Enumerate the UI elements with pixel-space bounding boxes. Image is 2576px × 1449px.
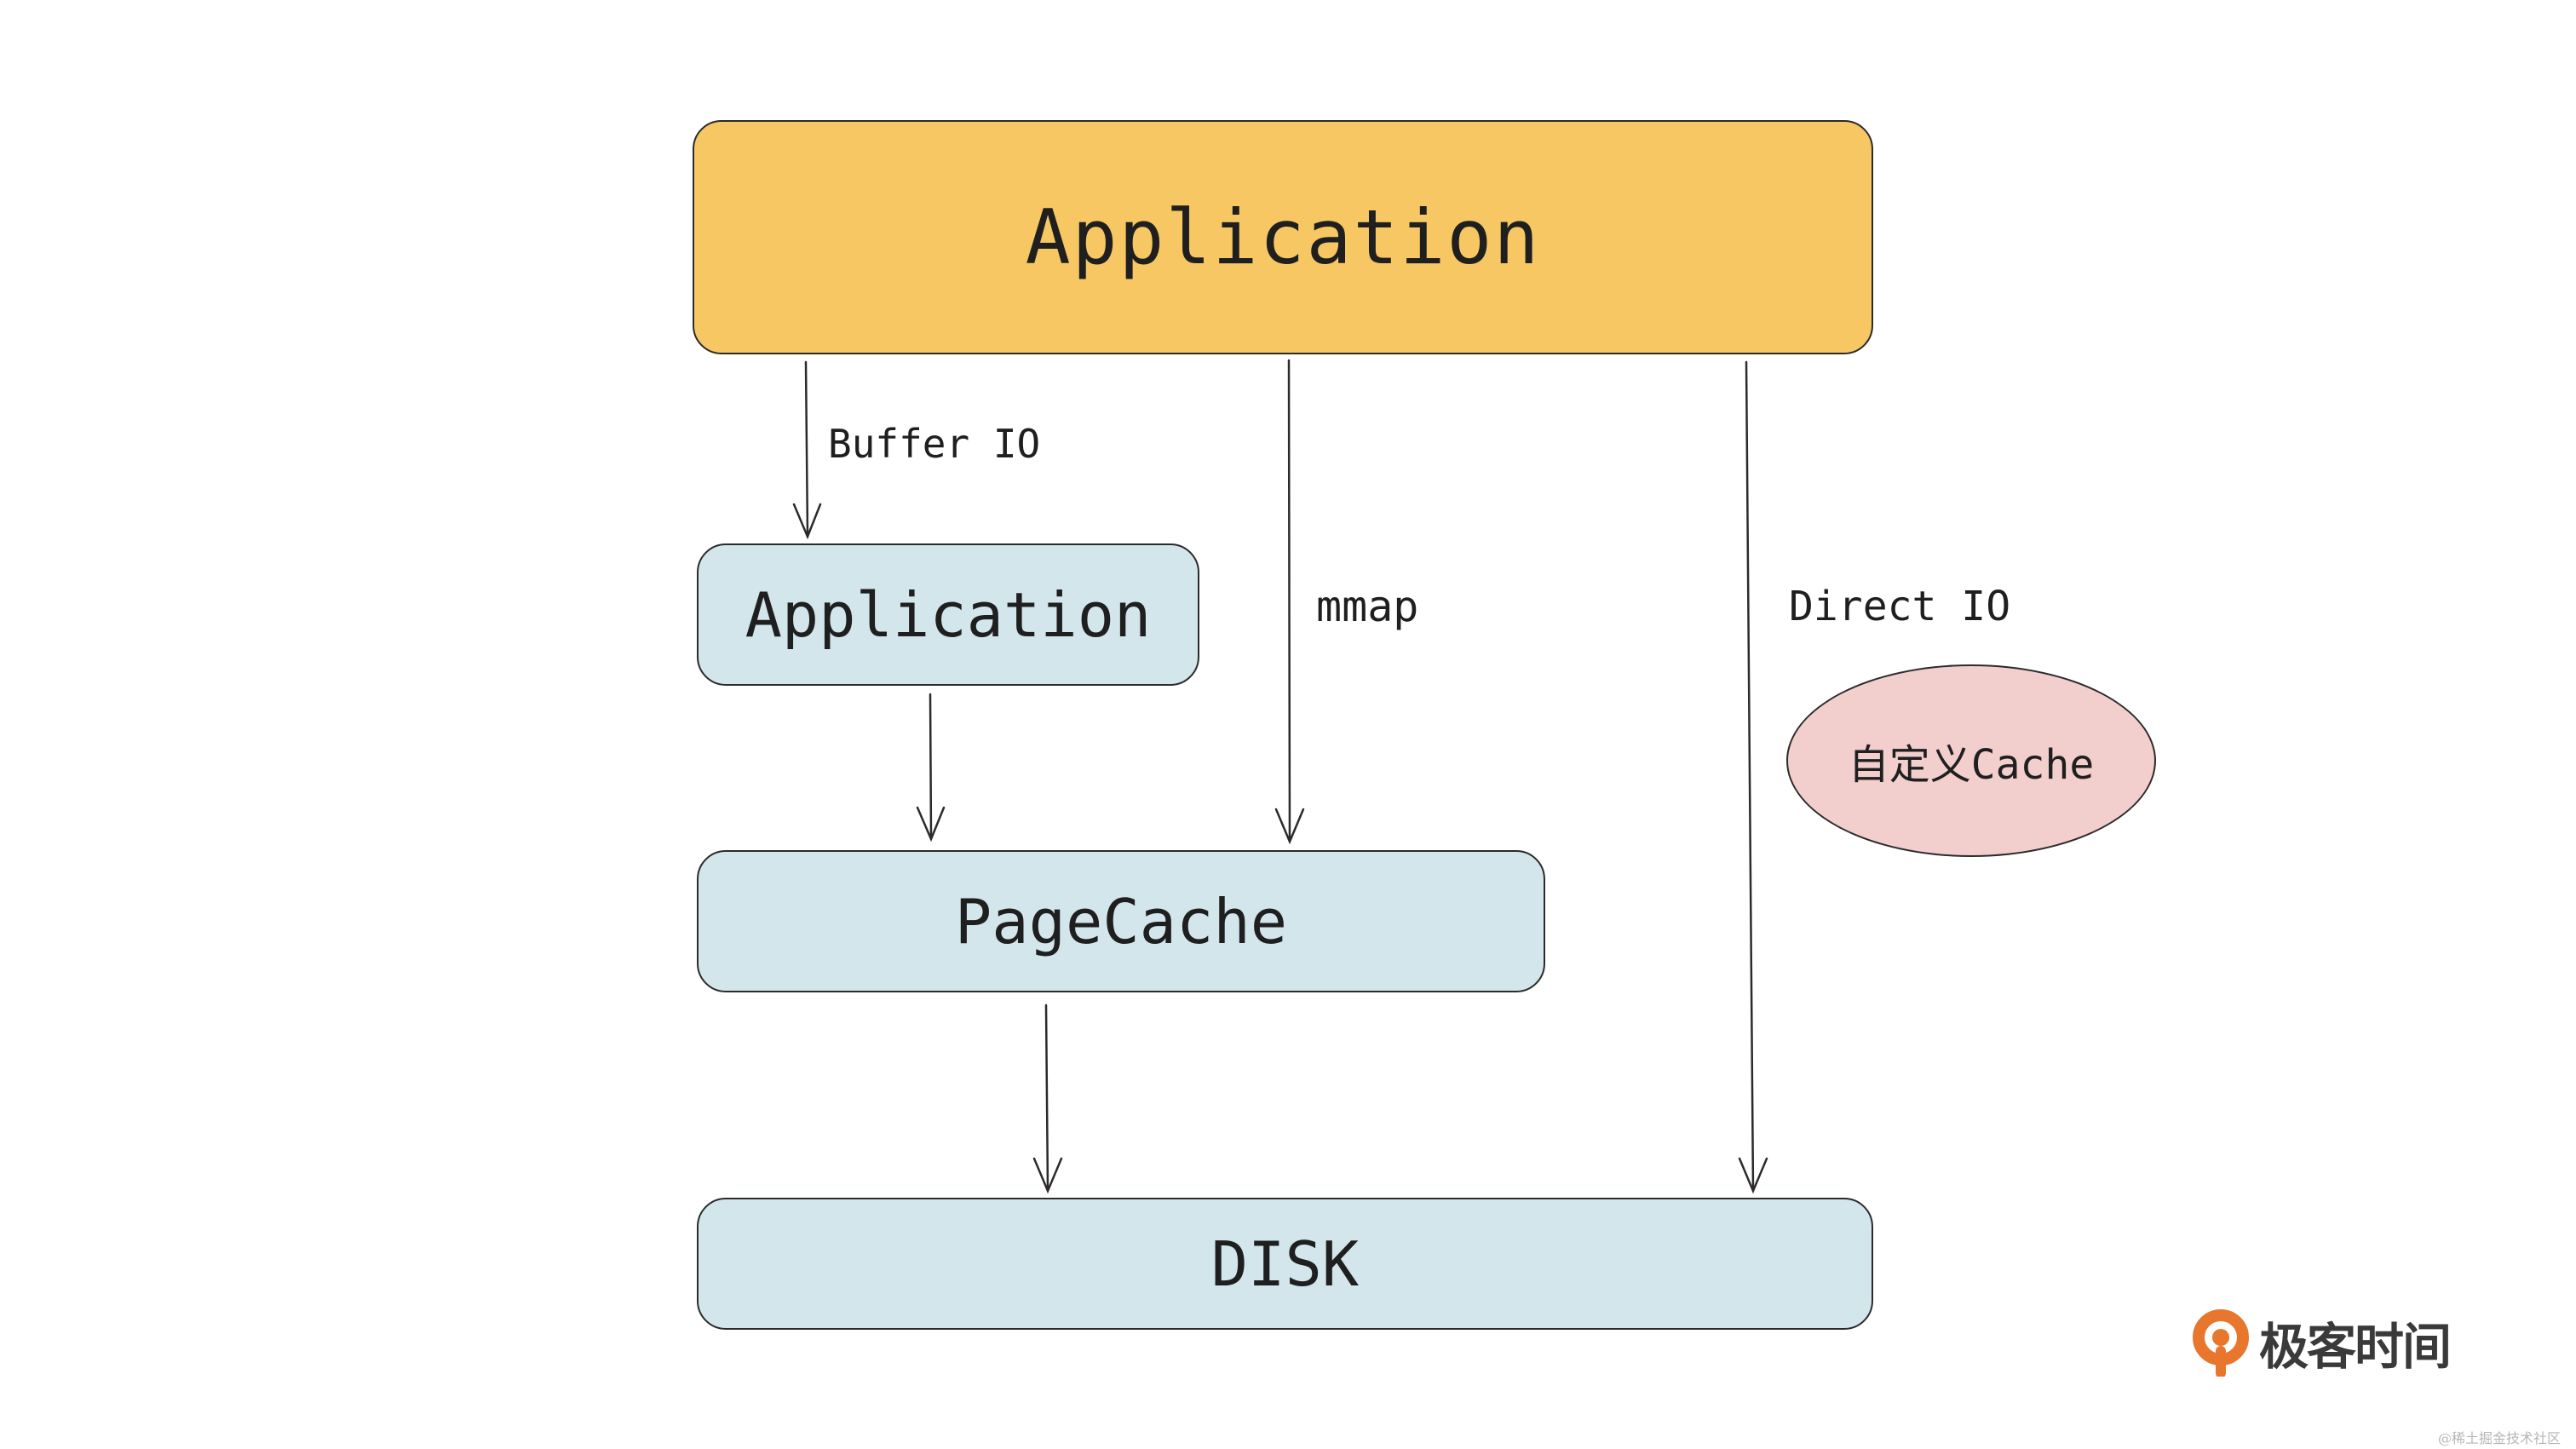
disk-label: DISK [1210,1228,1360,1300]
application-top-node: Application [693,120,1873,354]
buffer-io-arrow [792,360,822,540]
pagecache-to-disk-arrow [1032,1003,1063,1194]
watermark-text: @稀土掘金技术社区 [2438,1430,2562,1446]
application-buffer-node: Application [697,543,1199,686]
direct-io-label: Direct IO [1789,583,2011,630]
geektime-logo-icon [2193,1309,2249,1377]
custom-cache-node: 自定义Cache [1786,664,2156,857]
app-to-pagecache-arrow [916,693,946,842]
pagecache-label: PageCache [954,885,1288,957]
mmap-label: mmap [1316,582,1419,631]
application-top-label: Application [1025,193,1541,281]
pagecache-node: PageCache [697,850,1545,992]
geektime-logo: 极客时间 [2191,1307,2452,1378]
geektime-logo-text: 极客时间 [2259,1318,2452,1376]
application-buffer-label: Application [745,578,1152,651]
custom-cache-label: 自定义Cache [1848,741,2095,789]
direct-io-arrow [1738,360,1768,1194]
mmap-arrow [1274,359,1305,845]
buffer-io-label: Buffer IO [828,421,1041,467]
disk-node: DISK [697,1198,1873,1330]
